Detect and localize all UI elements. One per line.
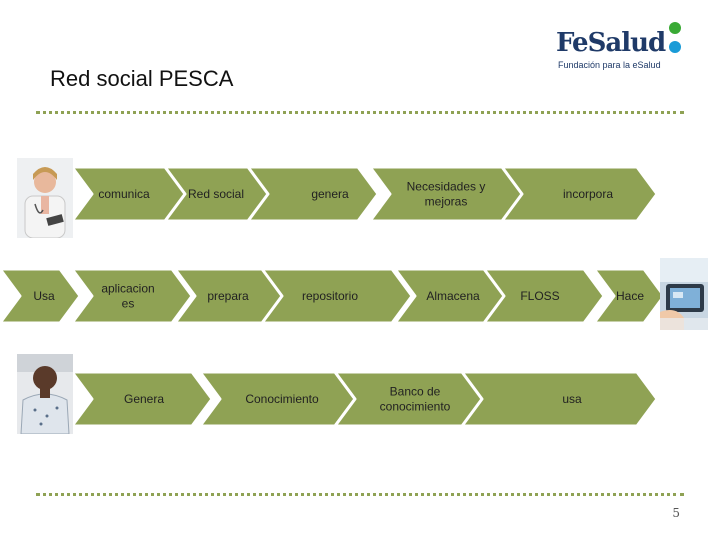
top-divider	[36, 111, 684, 114]
chevron-label-red-social: Red social	[188, 187, 244, 201]
fesalud-logo: FeSalud Fundación para la eSalud	[556, 20, 688, 72]
chevron-label-repositorio: repositorio	[302, 289, 358, 303]
page-number: 5	[672, 506, 680, 520]
chevron-shape-aplicaciones	[70, 267, 194, 325]
chevron-shape-floss	[482, 267, 606, 325]
chevron-label-genera-1: genera	[311, 187, 349, 201]
doctor-photo	[17, 158, 73, 238]
chevron-label-genera-2: Genera	[124, 392, 164, 406]
chevron-shape-incorpora	[500, 165, 659, 223]
chevron-label-floss: FLOSS	[520, 289, 559, 303]
chevron-shape-genera-2	[70, 370, 214, 428]
chevron-label-conocimiento: Conocimiento	[245, 392, 319, 406]
logo-blue-dot	[669, 41, 681, 53]
logo-brand: FeSalud	[556, 28, 666, 58]
chevron-label-almacena: Almacena	[426, 289, 480, 303]
chevron-repositorio: repositorio	[260, 267, 414, 325]
chevron-usa-start: Usa	[0, 267, 82, 325]
chevron-label-incorpora: incorpora	[563, 187, 613, 201]
logo-tagline: Fundación para la eSalud	[558, 60, 661, 70]
chevron-label-necesidades-line-2: mejoras	[425, 195, 468, 209]
slide-title: Red social PESCA	[50, 66, 234, 91]
chevron-conocimiento: Conocimiento	[198, 370, 357, 428]
chevron-shape-usa-end	[460, 370, 659, 428]
chevron-shape-hace	[592, 267, 666, 325]
chevron-floss: FLOSS	[482, 267, 606, 325]
chevron-shape-repositorio	[260, 267, 414, 325]
chevron-label-banco-line-2: conocimiento	[380, 400, 451, 414]
logo-green-dot	[669, 22, 681, 34]
chevron-label-aplicaciones-line-1: aplicacion	[101, 282, 154, 296]
chevron-usa-end: usa	[460, 370, 659, 428]
chevron-genera-1: genera	[246, 165, 380, 223]
bottom-divider	[36, 493, 684, 496]
row-1: comunica Red social genera Necesidades ymej…	[70, 165, 659, 223]
chevron-label-hace: Hace	[616, 289, 644, 303]
chevron-shape-genera-1	[246, 165, 380, 223]
chevron-label-usa-start: Usa	[33, 289, 55, 303]
chevron-label-banco-line-1: Banco de	[390, 385, 441, 399]
chevron-label-aplicaciones-line-2: es	[122, 297, 135, 311]
chevron-label-usa-end: usa	[562, 392, 582, 406]
chevron-label-prepara: prepara	[207, 289, 249, 303]
tablet-device-photo	[660, 258, 708, 330]
chevron-shape-usa-start	[0, 267, 82, 325]
chevron-incorpora: incorpora	[500, 165, 659, 223]
patient-photo	[17, 354, 73, 434]
chevron-label-necesidades-line-1: Necesidades y	[407, 180, 486, 194]
chevron-hace: Hace	[592, 267, 666, 325]
chevron-genera-2: Genera	[70, 370, 214, 428]
chevron-label-comunica: comunica	[98, 187, 150, 201]
